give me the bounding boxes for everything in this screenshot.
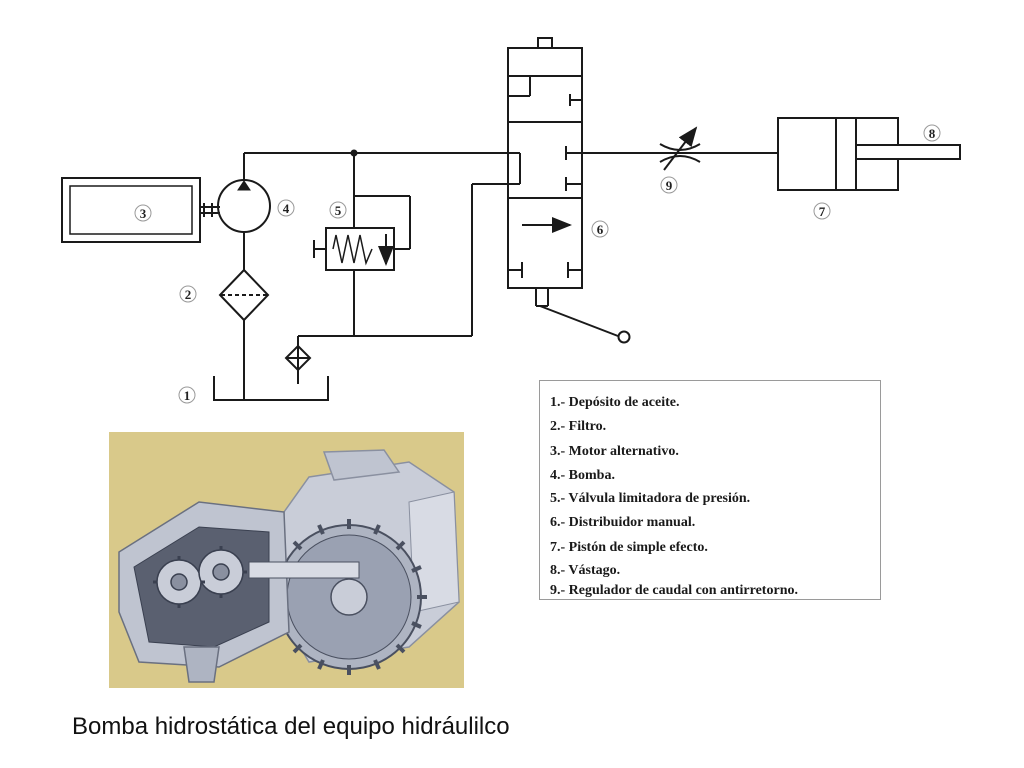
legend-item: 2.- Filtro. bbox=[550, 419, 607, 434]
relief-valve-symbol bbox=[313, 153, 411, 336]
oil-tank-symbol bbox=[213, 376, 329, 401]
pump-cutaway-photo bbox=[109, 432, 464, 688]
callout-1: 1 bbox=[184, 388, 191, 403]
caption: Bomba hidrostática del equipo hidráulilc… bbox=[72, 713, 510, 740]
legend-item: 1.- Depósito de aceite. bbox=[550, 395, 680, 410]
cylinder-symbol bbox=[777, 117, 961, 191]
callout-labels: 1 2 3 4 5 6 7 8 9 bbox=[134, 124, 941, 404]
callout-6: 6 bbox=[597, 222, 604, 237]
flow-regulator-symbol bbox=[582, 126, 778, 171]
legend-item: 6.- Distribuidor manual. bbox=[550, 515, 696, 530]
legend-item: 7.- Pistón de simple efecto. bbox=[550, 540, 708, 555]
callout-3: 3 bbox=[140, 206, 147, 221]
directional-valve-symbol bbox=[507, 37, 631, 344]
callout-7: 7 bbox=[819, 204, 826, 219]
motor-symbol bbox=[61, 177, 220, 243]
legend-item: 5.- Válvula limitadora de presión. bbox=[550, 491, 751, 506]
callout-2: 2 bbox=[185, 287, 192, 302]
callout-8: 8 bbox=[929, 126, 936, 141]
pressure-line bbox=[244, 149, 508, 157]
legend-box: 1.- Depósito de aceite. 2.- Filtro. 3.- … bbox=[539, 380, 881, 600]
legend-item: 4.- Bomba. bbox=[550, 468, 615, 483]
legend-item: 9.- Regulador de caudal con antirretorno… bbox=[550, 583, 798, 598]
return-line bbox=[284, 183, 508, 384]
legend-item: 8.- Vástago. bbox=[550, 563, 621, 578]
pump-symbol bbox=[217, 153, 271, 233]
callout-9: 9 bbox=[666, 178, 673, 193]
callout-5: 5 bbox=[335, 203, 342, 218]
legend-item: 3.- Motor alternativo. bbox=[550, 444, 679, 459]
callout-4: 4 bbox=[283, 201, 290, 216]
filter-symbol bbox=[218, 232, 270, 400]
